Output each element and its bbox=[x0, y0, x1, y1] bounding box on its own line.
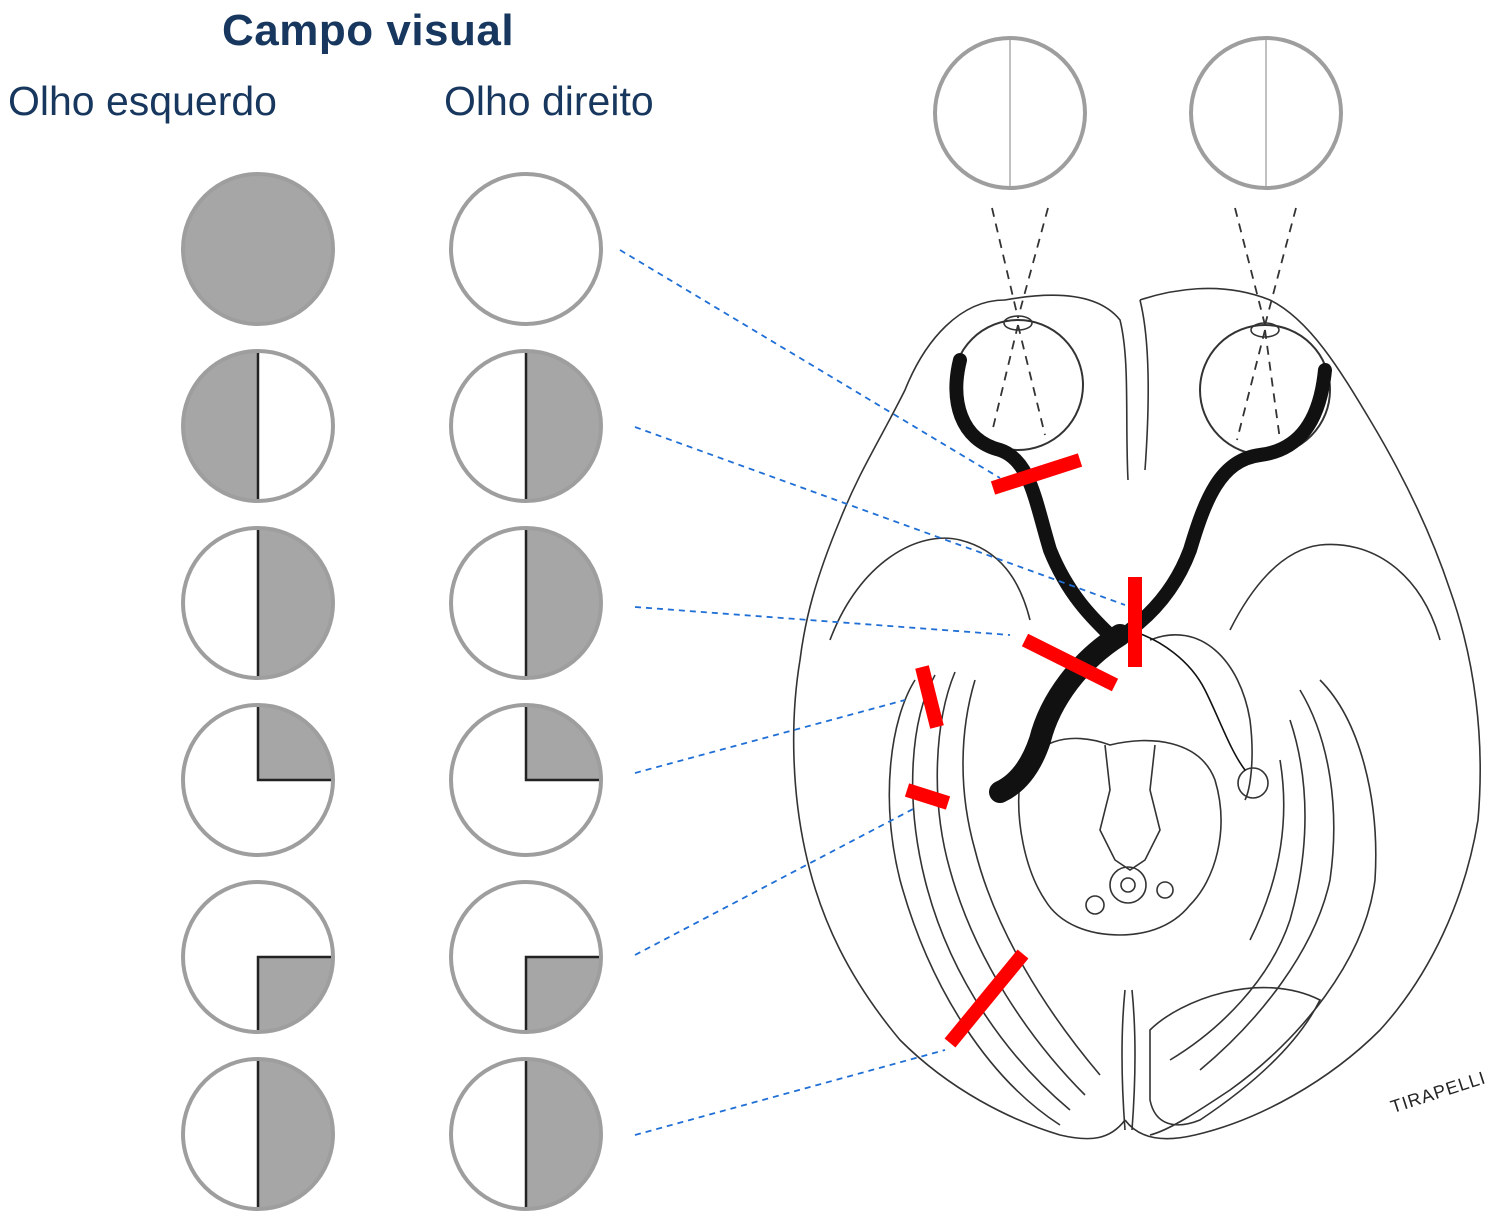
field-defect bbox=[526, 705, 601, 780]
field-defect bbox=[183, 351, 258, 501]
lesion-marker-1 bbox=[990, 453, 1083, 495]
leader-line-2 bbox=[634, 426, 1126, 606]
lesion-marker-5 bbox=[904, 783, 951, 810]
leader-line-4 bbox=[634, 699, 906, 774]
leader-line-1 bbox=[619, 249, 1001, 479]
left-eye-label: Olho esquerdo bbox=[8, 78, 277, 124]
field-defect bbox=[258, 1059, 333, 1209]
field-defect bbox=[526, 351, 601, 501]
visual-field-grid bbox=[181, 172, 603, 1211]
leader-lines bbox=[619, 249, 1126, 1136]
left-eye-field-4 bbox=[181, 703, 335, 857]
right-eye-field-1 bbox=[449, 172, 603, 326]
left-eye-field-1 bbox=[181, 172, 335, 326]
lesion-marker-3 bbox=[1021, 633, 1119, 692]
right-eye-label: Olho direito bbox=[444, 78, 654, 124]
field-defect bbox=[258, 705, 333, 780]
field-defect bbox=[258, 528, 333, 678]
field-defect bbox=[526, 1059, 601, 1209]
lesion-marker-6 bbox=[944, 949, 1029, 1048]
eye-projection-fields bbox=[933, 36, 1343, 190]
right-eye-field-3 bbox=[449, 526, 603, 680]
field-defect bbox=[526, 528, 601, 678]
leader-line-5 bbox=[634, 807, 916, 956]
eye-sight-lines bbox=[991, 207, 1297, 441]
left-eye-field-2 bbox=[181, 349, 335, 503]
right-eye-field-6 bbox=[449, 1057, 603, 1211]
lesion-marker-4 bbox=[915, 665, 944, 729]
field-defect bbox=[183, 174, 333, 324]
page-title: Campo visual bbox=[222, 6, 515, 55]
field-defect bbox=[258, 957, 333, 1032]
right-eye-field-2 bbox=[449, 349, 603, 503]
left-eye-field-5 bbox=[181, 880, 335, 1034]
leader-line-3 bbox=[634, 606, 1011, 636]
right-eye-field-4 bbox=[449, 703, 603, 857]
leader-line-6 bbox=[634, 1049, 946, 1136]
field-defect bbox=[526, 957, 601, 1032]
left-eye-field-3 bbox=[181, 526, 335, 680]
lesion-markers bbox=[904, 453, 1142, 1048]
right-eye-field-5 bbox=[449, 880, 603, 1034]
left-eye-field-6 bbox=[181, 1057, 335, 1211]
